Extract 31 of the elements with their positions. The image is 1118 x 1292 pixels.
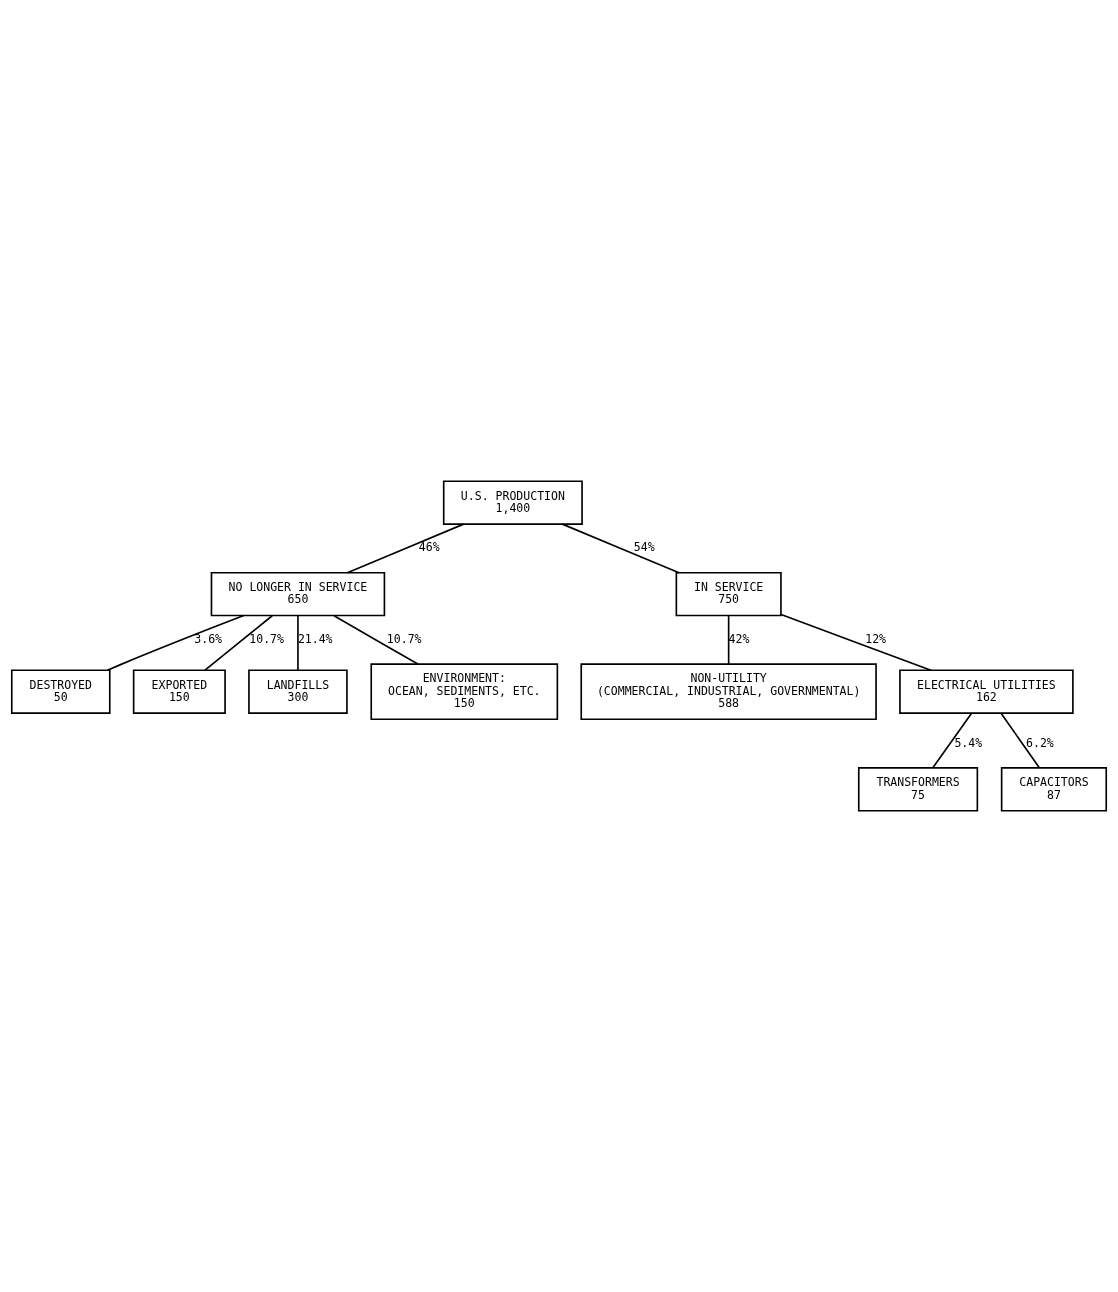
node-box: LANDFILLS 300 (248, 669, 348, 714)
node-box: NON-UTILITY (COMMERCIAL, INDUSTRIAL, GOVERNMENTAL) 588 (580, 663, 877, 721)
node-box: NO LONGER IN SERVICE 650 (210, 571, 386, 617)
edge-label: 3.6% (194, 631, 223, 646)
connector (106, 614, 245, 672)
edge-label: 10.7% (386, 631, 422, 646)
connector (561, 523, 680, 574)
edge-label: 42% (728, 631, 750, 646)
node-box: TRANSFORMERS 75 (857, 767, 979, 812)
connector (932, 712, 973, 769)
connector (346, 523, 465, 574)
node-box: EXPORTED 150 (132, 669, 226, 714)
edge-label: 12% (865, 631, 887, 646)
edge-label: 21.4% (297, 631, 333, 646)
connector (333, 614, 419, 665)
node-box: IN SERVICE 750 (675, 571, 782, 617)
node-box: ENVIRONMENT: OCEAN, SEDIMENTS, ETC. 150 (370, 663, 559, 721)
edge-label: 5.4% (954, 735, 983, 750)
edge-label: 54% (633, 540, 655, 555)
edge-label: 6.2% (1026, 735, 1054, 750)
node-box: DESTROYED 50 (10, 669, 111, 714)
connector (297, 614, 299, 671)
edge-label: 10.7% (249, 631, 284, 646)
connector (204, 614, 274, 671)
connector (780, 613, 932, 672)
connector (727, 614, 730, 665)
node-box: U.S. PRODUCTION 1,400 (442, 480, 583, 525)
connector (1000, 712, 1041, 769)
node-box: CAPACITORS 87 (1000, 767, 1108, 812)
edge-label: 46% (418, 540, 440, 555)
node-box: ELECTRICAL UTILITIES 162 (899, 669, 1074, 714)
